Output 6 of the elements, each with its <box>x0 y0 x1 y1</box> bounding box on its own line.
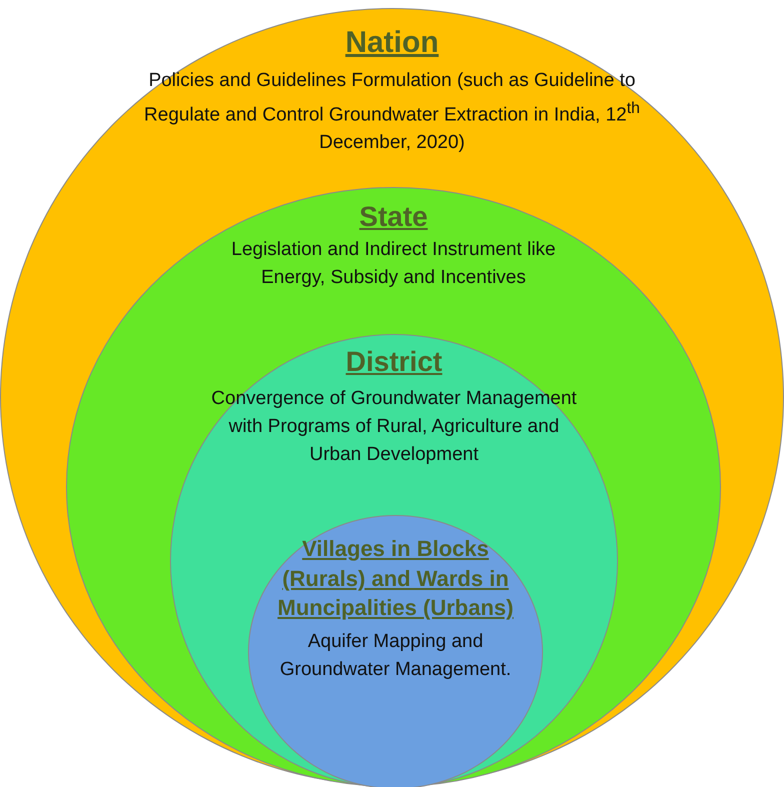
level-heading: Nation <box>345 25 439 61</box>
level-description: Legislation and Indirect Instrument like Energy, Subsidy and Incentives <box>230 238 557 290</box>
level-description: Aquifer Mapping and Groundwater Management. <box>278 630 512 682</box>
level-heading: State <box>359 200 428 234</box>
level-heading: District <box>346 345 442 379</box>
level-heading: Villages in Blocks (Rurals) and Wards in Muncipalities (Urbans) <box>276 535 514 622</box>
